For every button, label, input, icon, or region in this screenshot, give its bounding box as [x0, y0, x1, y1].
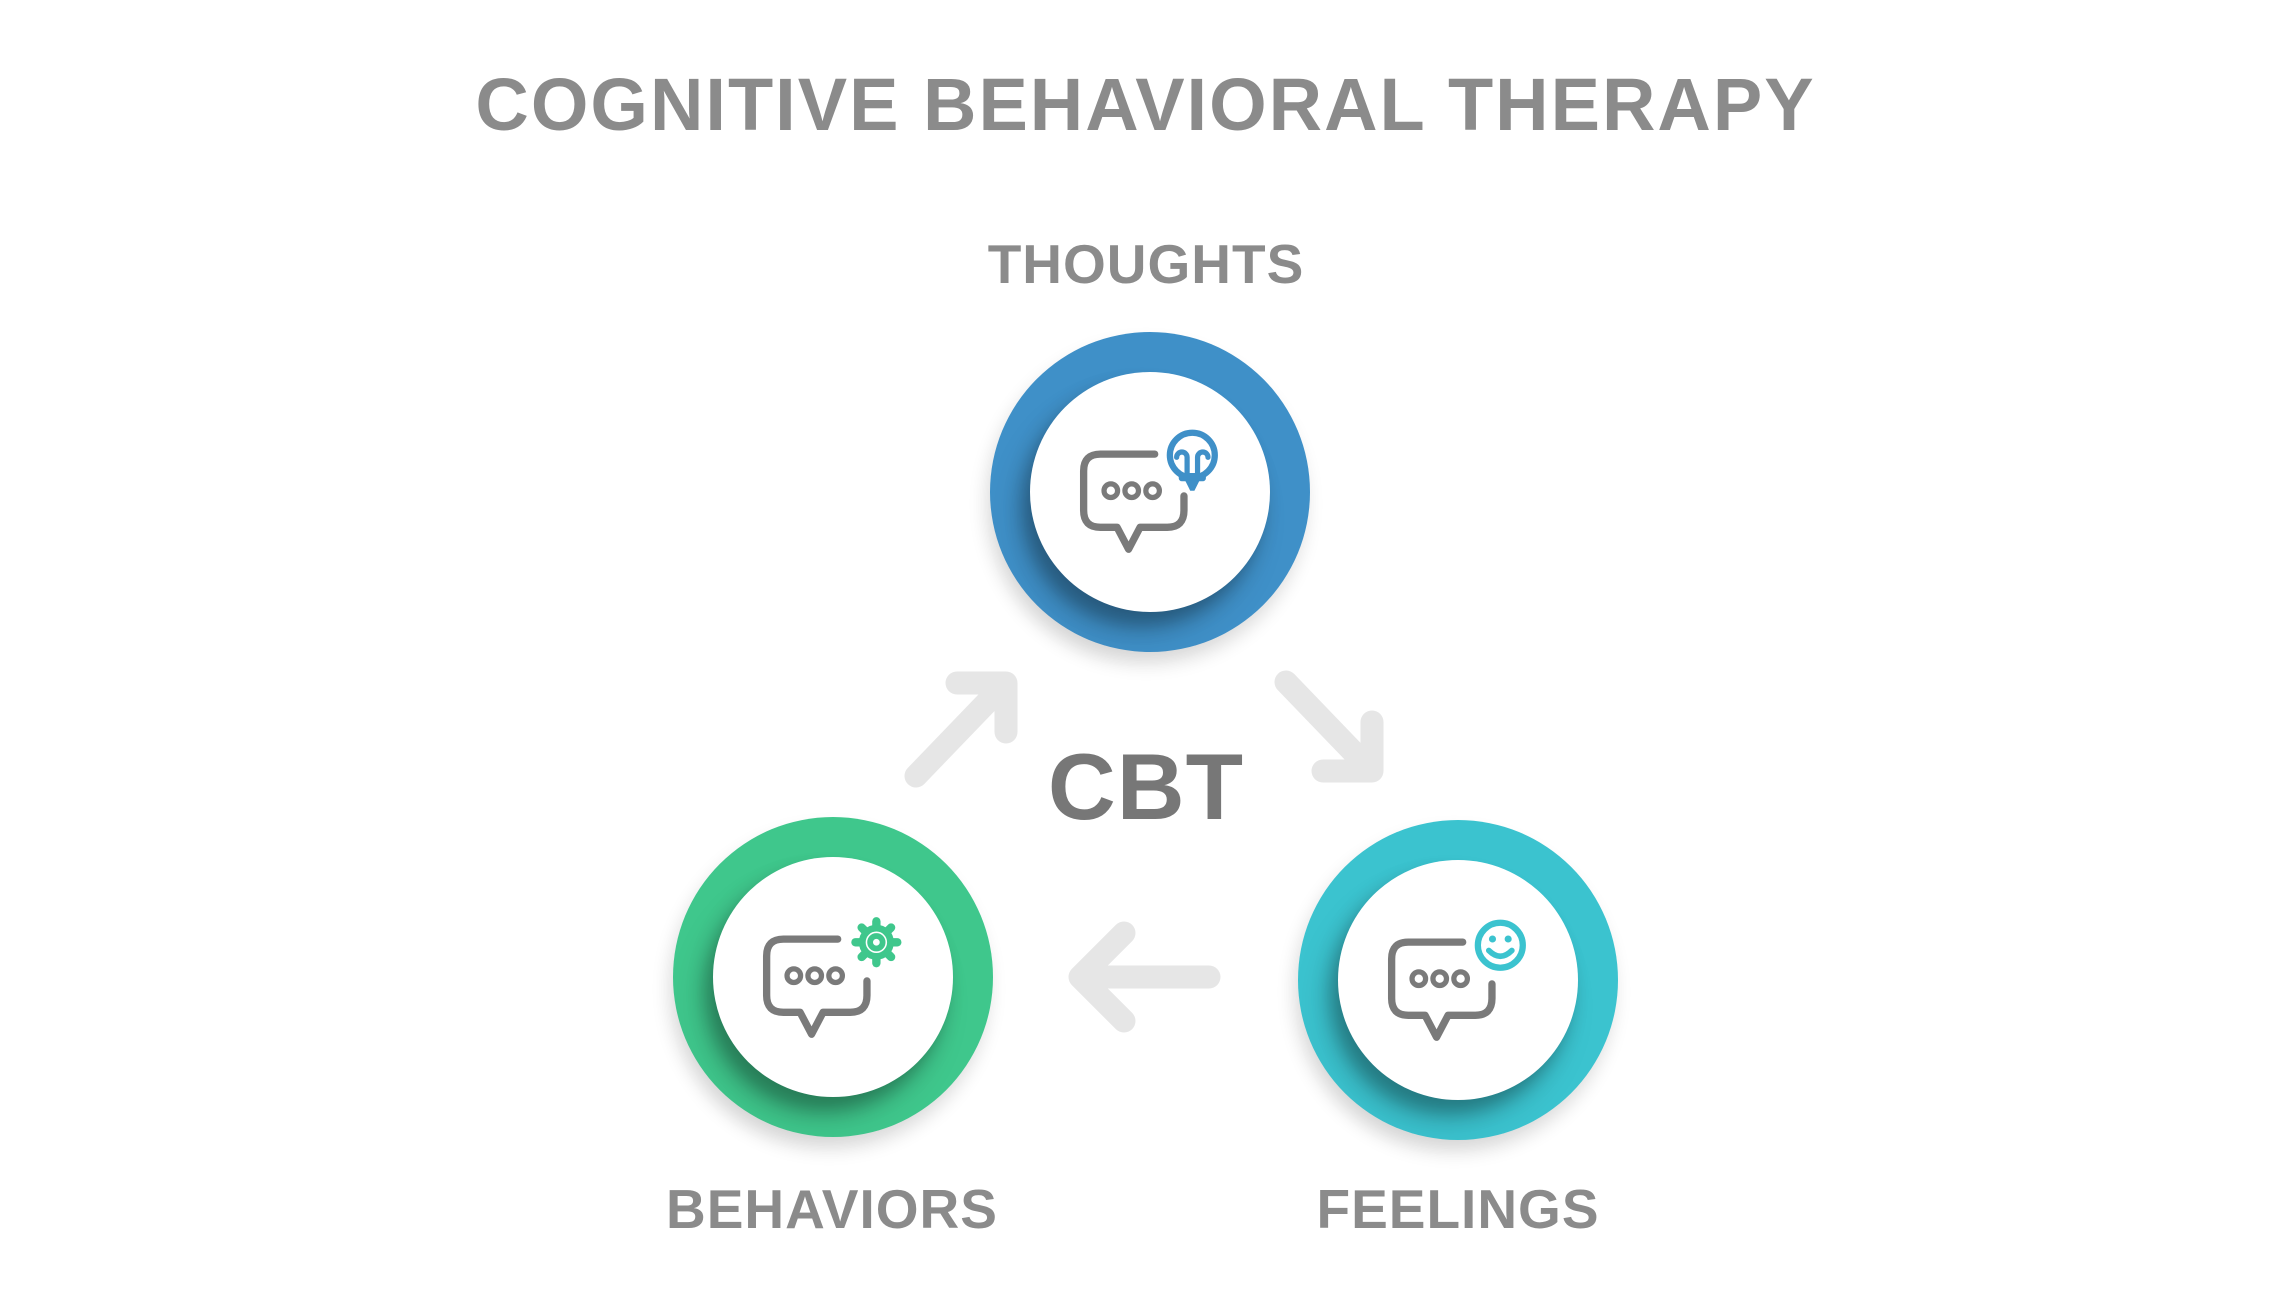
node-behaviors — [673, 817, 993, 1137]
arrow-feelings-to-behaviors-icon — [1068, 921, 1221, 1033]
speech-bubble-smiley-icon — [1387, 916, 1530, 1042]
behaviors-label: BEHAVIORS — [666, 1178, 998, 1240]
node-feelings — [1298, 820, 1618, 1140]
smiley-icon — [1471, 916, 1530, 975]
page-title: COGNITIVE BEHAVIORAL THERAPY — [475, 63, 1816, 146]
node-behaviors-inner-circle — [713, 857, 953, 1097]
node-feelings-inner-circle — [1338, 860, 1578, 1100]
node-thoughts-inner-circle — [1030, 372, 1270, 612]
node-thoughts — [990, 332, 1310, 652]
feelings-label: FEELINGS — [1316, 1178, 1600, 1240]
lightbulb-icon — [1163, 428, 1222, 491]
cbt-center-label: CBT — [1047, 734, 1245, 839]
speech-bubble-lightbulb-icon — [1079, 428, 1222, 554]
speech-bubble-gear-icon — [762, 913, 906, 1039]
gear-icon — [847, 913, 906, 972]
thoughts-label: THOUGHTS — [987, 233, 1305, 295]
